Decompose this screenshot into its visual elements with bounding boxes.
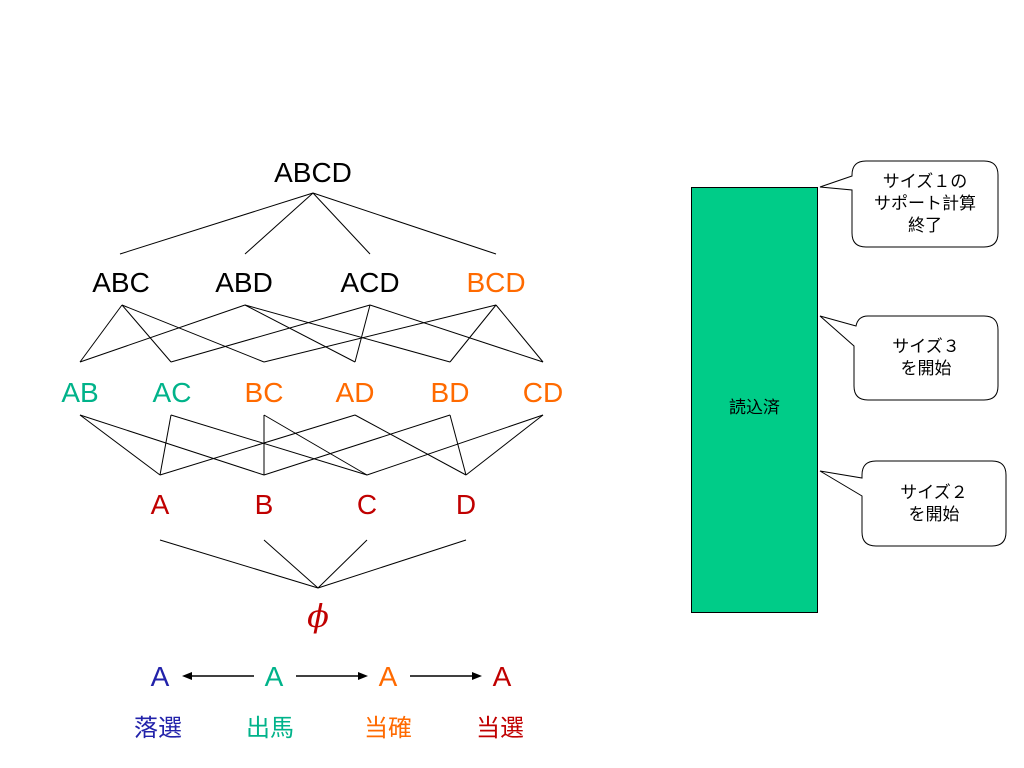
legend-letter-likely: A xyxy=(378,661,398,692)
itemset-ab: AB xyxy=(61,377,99,408)
legend-label-rejected: 落選 xyxy=(134,714,182,742)
legend-letter-rejected: A xyxy=(150,661,170,692)
itemset-acd: ACD xyxy=(340,267,400,298)
itemset-abc: ABC xyxy=(92,267,150,298)
itemset-b: B xyxy=(254,489,274,520)
legend-label-likely: 当確 xyxy=(364,714,412,742)
itemset-abcd: ABCD xyxy=(274,157,352,188)
itemset-bd: BD xyxy=(430,377,470,408)
itemset-c: C xyxy=(356,489,378,520)
itemset-d: D xyxy=(455,489,477,520)
empty-set-symbol: ϕ xyxy=(307,597,329,635)
callout-line: を開始 xyxy=(908,504,960,525)
callout-size2-start: サイズ２ を開始 xyxy=(862,461,1006,546)
callout-line: を開始 xyxy=(900,359,952,379)
read-progress-bar: 読込済 xyxy=(691,187,818,613)
legend-letter-frequent: A xyxy=(492,661,512,692)
itemset-bc: BC xyxy=(244,377,284,408)
legend-letter-candidate: A xyxy=(264,661,284,692)
callout-size3-start: サイズ３ を開始 xyxy=(854,316,998,400)
callout-line: サイズ１の xyxy=(882,172,968,192)
callout-line: サイズ３ xyxy=(892,337,960,357)
legend-label-frequent: 当選 xyxy=(476,714,524,742)
read-progress-label: 読込済 xyxy=(729,398,780,418)
itemset-cd: CD xyxy=(522,377,564,408)
itemset-abd: ABD xyxy=(215,267,273,298)
callout-line: 終了 xyxy=(908,216,942,236)
itemset-ad: AD xyxy=(335,377,375,408)
legend-label-candidate: 出馬 xyxy=(246,714,294,742)
itemset-a: A xyxy=(150,489,170,520)
callout-line: サイズ２ xyxy=(900,482,968,503)
callout-line: サポート計算 xyxy=(874,194,976,214)
itemset-bcd: BCD xyxy=(466,267,526,298)
callout-size1-done: サイズ１の サポート計算 終了 xyxy=(852,161,998,247)
itemset-ac: AC xyxy=(152,377,192,408)
